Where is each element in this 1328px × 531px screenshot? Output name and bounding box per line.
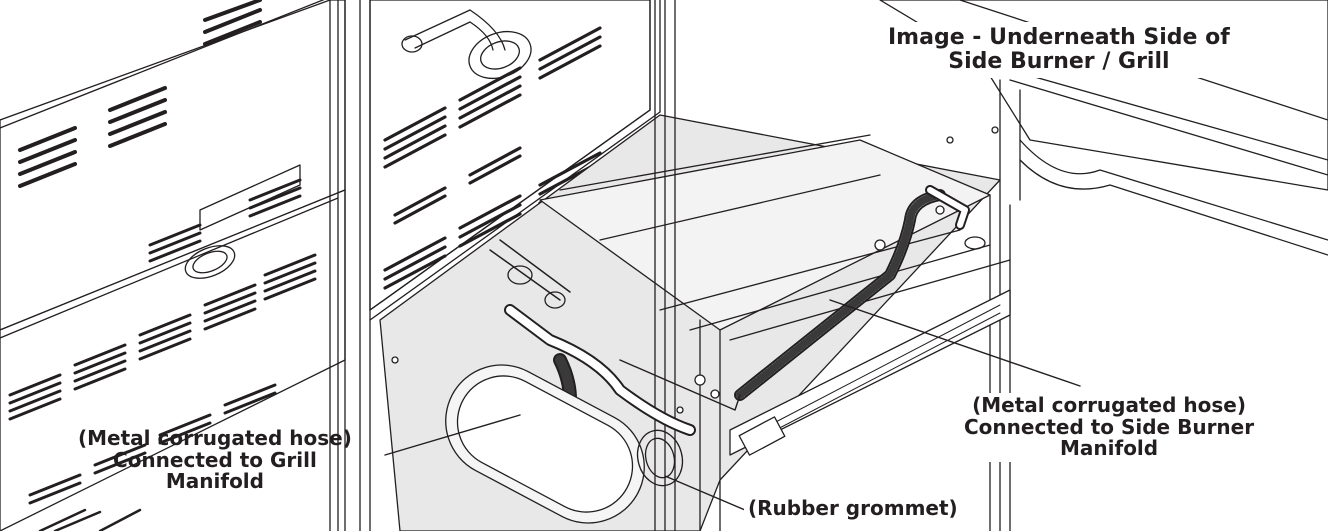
left-cabinet [0,0,346,531]
callout-side-burner-hose-line3: Manifold [1060,436,1159,461]
left-top-louvers [18,0,262,188]
callout-side-burner-hose-line2: Connected to Side Burner [964,414,1255,439]
bolts [391,126,999,414]
leader-grommet [664,475,746,511]
grill-opening [445,364,684,524]
valve-bar [729,289,1011,456]
callout-grill-hose-line1: (Metal corrugated hose) [78,426,352,450]
callout-grill-hose: (Metal corrugated hose) Connected to Gri… [78,426,352,494]
diagram-title: Image - Underneath Side of Side Burner /… [874,22,1244,78]
frame-posts [654,0,676,531]
callout-rubber-grommet: (Rubber grommet) [744,496,962,522]
leader-grill-hose [384,414,521,456]
bottom-details [38,508,142,531]
left-lower-vents [8,178,317,505]
diagram-title-line1: Image - Underneath Side of [888,25,1230,50]
leader-lines [384,299,1081,511]
callout-side-burner-hose: (Metal corrugated hose) Connected to Sid… [960,393,1259,462]
callout-grill-hose-line3: Manifold [165,469,264,494]
leader-side-burner-hose [829,299,1081,387]
diagram-title-line2: Side Burner / Grill [948,48,1170,74]
callout-side-burner-hose-line1: (Metal corrugated hose) [972,393,1246,417]
side-burner-hose [734,185,986,401]
callout-rubber-grommet-line1: (Rubber grommet) [748,496,958,520]
callout-grill-hose-line2: Connected to Grill [113,447,317,472]
